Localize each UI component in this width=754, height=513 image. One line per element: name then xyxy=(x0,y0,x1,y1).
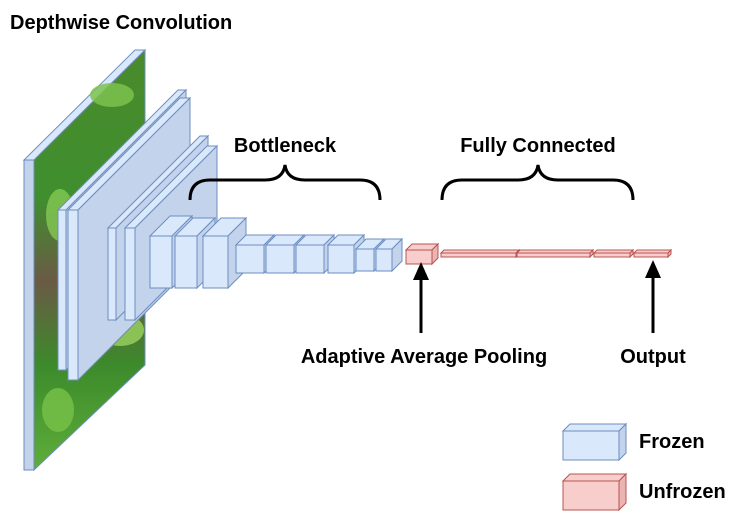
bottleneck-label: Bottleneck xyxy=(234,135,337,157)
fc-layer-block xyxy=(439,248,521,259)
fully-connected-brace xyxy=(440,164,635,201)
legend-unfrozen-swatch xyxy=(561,472,628,512)
fc-layer-block xyxy=(632,248,673,259)
arrow-up-icon xyxy=(413,262,429,333)
frozen-layer-block xyxy=(201,216,248,290)
legend-frozen-swatch xyxy=(561,422,628,462)
frozen-layers xyxy=(56,88,404,382)
diagram-title: Depthwise Convolution xyxy=(10,12,232,34)
legend-frozen-label: Frozen xyxy=(639,431,705,453)
frozen-layer-block xyxy=(294,233,336,275)
output-label: Output xyxy=(620,346,686,368)
arrow-up-icon xyxy=(645,260,661,333)
pooling-label: Adaptive Average Pooling xyxy=(301,346,547,368)
legend-unfrozen-label: Unfrozen xyxy=(639,481,726,503)
unfrozen-layers xyxy=(404,242,673,266)
pooling-layer-block xyxy=(404,242,440,266)
fc-layer-block xyxy=(515,248,595,259)
frozen-layer-block xyxy=(264,233,306,275)
legend: Frozen Unfrozen xyxy=(561,422,726,512)
frozen-layer-block xyxy=(374,237,404,273)
bottleneck-brace xyxy=(188,164,382,201)
fully-connected-label: Fully Connected xyxy=(460,135,616,157)
fc-layer-block xyxy=(592,248,635,259)
